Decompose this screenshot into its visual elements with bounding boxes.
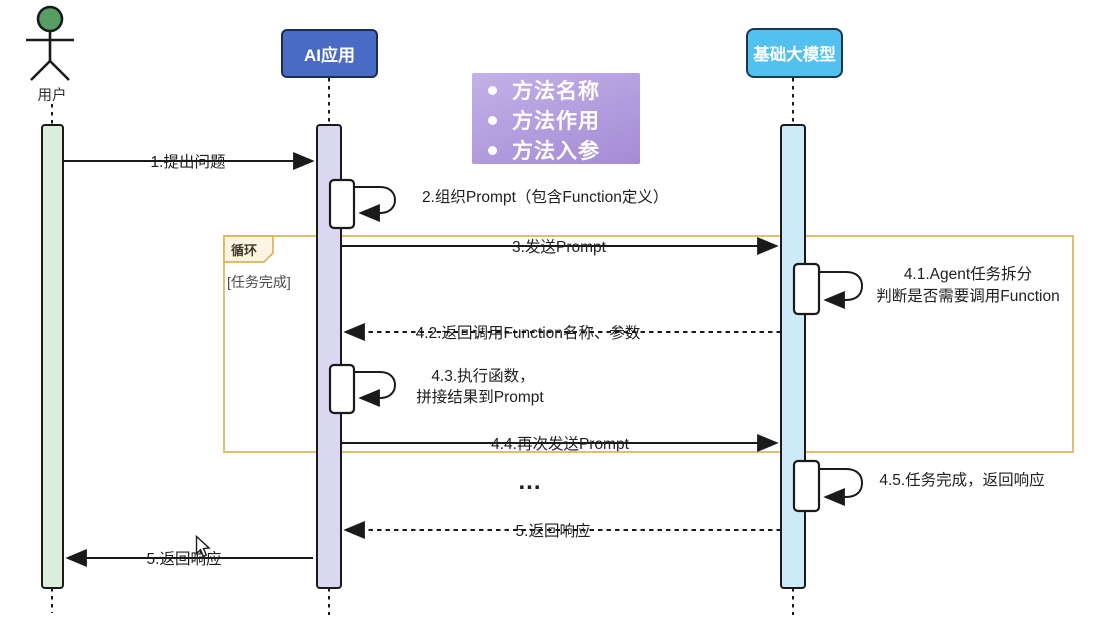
bullet-icon: ● <box>488 115 497 125</box>
note-box: ● 方法名称 ● 方法作用 ● 方法入参 <box>472 73 640 164</box>
model-activation-bar <box>780 124 806 589</box>
message-label-5-return: 5.返回响应 <box>509 519 597 541</box>
participant-box-ai-app: AI应用 <box>281 29 378 78</box>
message-label-41-line1: 4.1.Agent任务拆分 <box>903 266 1033 283</box>
message-label-43-line2: 拼接结果到Prompt <box>416 389 544 406</box>
loop-tab <box>223 235 274 263</box>
self-call-arrow-43 <box>354 371 397 407</box>
loop-guard-condition: [任务完成] <box>227 274 291 290</box>
note-item: ● 方法名称 <box>488 75 640 105</box>
mouse-cursor <box>195 534 211 558</box>
message-label-41-line2: 判断是否需要调用Function <box>876 288 1060 305</box>
participant-label-ai-app: AI应用 <box>304 46 355 65</box>
continuation-ellipsis: ... <box>518 468 542 495</box>
message-label-2: 2.组织Prompt（包含Function定义） <box>422 189 669 206</box>
self-call-arrow-41 <box>819 271 864 309</box>
self-call-arrow-2 <box>354 186 397 222</box>
ai-app-activation-bar <box>316 124 342 589</box>
note-item-label: 方法名称 <box>512 80 600 103</box>
self-call-activation-45 <box>792 459 821 513</box>
participant-box-model: 基础大模型 <box>746 28 843 78</box>
message-label-45: 4.5.任务完成，返回响应 <box>879 472 1045 489</box>
note-item: ● 方法入参 <box>488 135 640 165</box>
bullet-icon: ● <box>488 85 497 95</box>
participant-label-user: 用户 <box>37 88 67 104</box>
loop-frame <box>223 235 1074 453</box>
note-item-label: 方法作用 <box>512 110 600 133</box>
self-call-activation-41 <box>792 262 821 316</box>
loop-operator-label: 循环 <box>231 243 258 258</box>
note-item-label: 方法入参 <box>512 140 600 163</box>
self-call-arrow-45 <box>819 468 864 506</box>
self-call-activation-2 <box>328 178 356 230</box>
user-activation-bar <box>41 124 64 589</box>
message-label-43-line1: 4.3.执行函数， <box>431 368 535 385</box>
bullet-icon: ● <box>488 145 497 155</box>
message-label-42: 4.2.返回调用Function名称、参数 <box>409 321 647 343</box>
user-actor-icon <box>26 5 74 81</box>
self-call-activation-43 <box>328 363 356 415</box>
note-item: ● 方法作用 <box>488 105 640 135</box>
participant-label-model: 基础大模型 <box>753 46 836 64</box>
